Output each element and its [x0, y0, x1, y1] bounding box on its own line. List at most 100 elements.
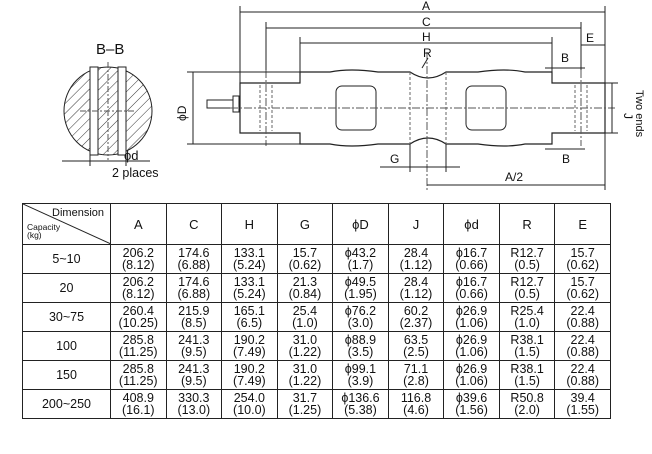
value-inch: (1.06): [455, 316, 488, 330]
value-inch: (1.0): [292, 316, 318, 330]
value-mm: 31.0: [292, 333, 318, 347]
value-inch: (1.5): [514, 345, 540, 359]
value-mm: 31.7: [292, 391, 318, 405]
value-inch: (1.5): [514, 374, 540, 388]
value-inch: (0.88): [566, 374, 600, 388]
dimension-cell: 25.4(1.0): [276, 302, 334, 332]
value-inch: (0.66): [455, 258, 488, 272]
value-inch: (1.06): [455, 345, 488, 359]
corner-dimension-label: Dimension: [52, 207, 104, 219]
capacity-cell: 200~250: [22, 389, 111, 419]
dimension-cell: 21.3(0.84): [276, 273, 334, 303]
dimension-cell: 31.0(1.22): [276, 331, 334, 361]
dimension-cell: R25.4(1.0): [498, 302, 556, 332]
dimension-cell: ϕ26.9(1.06): [443, 302, 500, 332]
value-mm: 71.1: [403, 362, 429, 376]
dimension-cell: 133.1(5.24): [221, 244, 278, 274]
value-inch: (5.24): [233, 287, 266, 301]
value-inch: (11.25): [118, 345, 158, 359]
value-inch: (0.66): [455, 287, 488, 301]
header-h: H: [221, 203, 278, 245]
value-inch: (3.5): [347, 345, 374, 359]
dimension-cell: 116.8(4.6): [387, 389, 445, 419]
value-mm: 22.4: [570, 333, 595, 347]
dim-c: C: [422, 15, 431, 29]
value-inch: (1.25): [288, 403, 322, 417]
value-mm: 260.4: [122, 304, 154, 318]
value-mm: ϕ76.2: [344, 304, 377, 318]
value-mm: 174.6: [178, 275, 210, 289]
capacity-cell: 150: [22, 360, 111, 390]
value-mm: 241.3: [178, 333, 210, 347]
value-mm: R12.7: [510, 275, 544, 289]
value-mm: 206.2: [122, 246, 154, 260]
value-mm: ϕ16.7: [455, 246, 488, 260]
value-inch: (1.12): [399, 258, 433, 272]
dimension-cell: 165.1(6.5): [221, 302, 278, 332]
header-r: R: [498, 203, 556, 245]
value-inch: (7.49): [233, 345, 266, 359]
dimension-cell: 22.4(0.88): [554, 360, 611, 390]
dim-g: G: [390, 152, 399, 166]
dim-a-half: A/2: [505, 170, 523, 184]
value-mm: 60.2: [403, 304, 429, 318]
value-inch: (9.5): [180, 345, 207, 359]
dimension-cell: 60.2(2.37): [387, 302, 445, 332]
value-mm: ϕ39.6: [455, 391, 488, 405]
value-inch: (10.25): [118, 316, 159, 330]
value-inch: (1.55): [566, 403, 600, 417]
dim-a: A: [422, 0, 430, 13]
header-phi-small-d: ϕd: [443, 203, 500, 245]
value-inch: (2.0): [514, 403, 540, 417]
value-mm: R50.8: [510, 391, 544, 405]
dimension-cell: 31.7(1.25): [276, 389, 334, 419]
value-inch: (0.62): [566, 287, 600, 301]
value-mm: ϕ49.5: [344, 275, 377, 289]
value-mm: 31.0: [292, 362, 318, 376]
places-label: 2 places: [112, 166, 159, 180]
dimension-cell: 22.4(0.88): [554, 302, 611, 332]
value-mm: ϕ26.9: [455, 333, 488, 347]
value-mm: 215.9: [178, 304, 210, 318]
dimension-cell: R12.7(0.5): [498, 244, 556, 274]
dimension-cell: 63.5(2.5): [387, 331, 445, 361]
value-inch: (1.56): [455, 403, 488, 417]
table-corner-cell: Dimension Capacity (kg): [22, 203, 111, 245]
value-mm: R12.7: [510, 246, 544, 260]
value-inch: (0.84): [288, 287, 322, 301]
value-inch: (1.06): [455, 374, 488, 388]
dimension-cell: 190.2(7.49): [221, 331, 278, 361]
value-mm: 165.1: [233, 304, 265, 318]
dimension-cell: 260.4(10.25): [110, 302, 167, 332]
header-c: C: [165, 203, 223, 245]
value-mm: 174.6: [178, 246, 210, 260]
hole-dia-label: ϕd: [124, 148, 139, 163]
dimension-cell: R38.1(1.5): [498, 360, 556, 390]
value-mm: 25.4: [292, 304, 318, 318]
dimension-cell: ϕ26.9(1.06): [443, 331, 500, 361]
value-inch: (7.49): [233, 374, 266, 388]
dimension-cell: 174.6(6.88): [165, 273, 223, 303]
value-inch: (3.9): [347, 374, 374, 388]
dimension-cell: 22.4(0.88): [554, 331, 611, 361]
dimension-cell: R38.1(1.5): [498, 331, 556, 361]
value-inch: (1.12): [399, 287, 433, 301]
value-inch: (5.24): [233, 258, 266, 272]
value-inch: (13.0): [177, 403, 211, 417]
value-mm: 133.1: [233, 246, 265, 260]
dimension-cell: 241.3(9.5): [165, 331, 223, 361]
dimension-cell: 39.4(1.55): [554, 389, 611, 419]
value-mm: ϕ99.1: [344, 362, 377, 376]
value-mm: 330.3: [178, 391, 210, 405]
value-mm: 15.7: [570, 246, 595, 260]
dimension-cell: 206.2(8.12): [110, 273, 167, 303]
value-mm: 28.4: [403, 246, 429, 260]
value-mm: 116.8: [400, 391, 432, 405]
value-mm: 285.8: [122, 333, 154, 347]
capacity-cell: 20: [22, 273, 111, 303]
dimension-lines: A C H R E B B G A/2 ϕD: [175, 0, 645, 190]
dimension-cell: ϕ43.2(1.7): [332, 244, 389, 274]
value-inch: (0.88): [566, 345, 600, 359]
